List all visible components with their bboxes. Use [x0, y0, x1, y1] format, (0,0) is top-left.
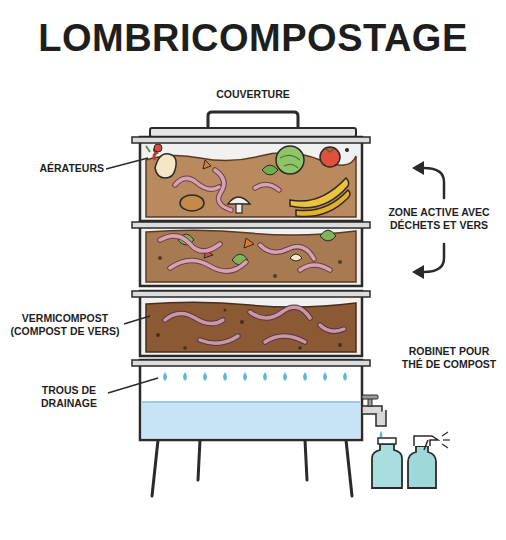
vermicompost-label: VERMICOMPOST (COMPOST DE VERS)	[8, 312, 122, 338]
title-heading: LOMBRICOMPOSTAGE	[0, 18, 506, 60]
lid-label: COUVERTURE	[193, 88, 313, 101]
tap-label: ROBINET POUR THÉ DE COMPOST	[400, 345, 498, 371]
aerator-label: AÉRATEURS	[20, 162, 104, 175]
drainage-label: TROUS DE DRAINAGE	[32, 384, 106, 410]
active-zone-label: ZONE ACTIVE AVEC DÉCHETS ET VERS	[382, 206, 496, 232]
